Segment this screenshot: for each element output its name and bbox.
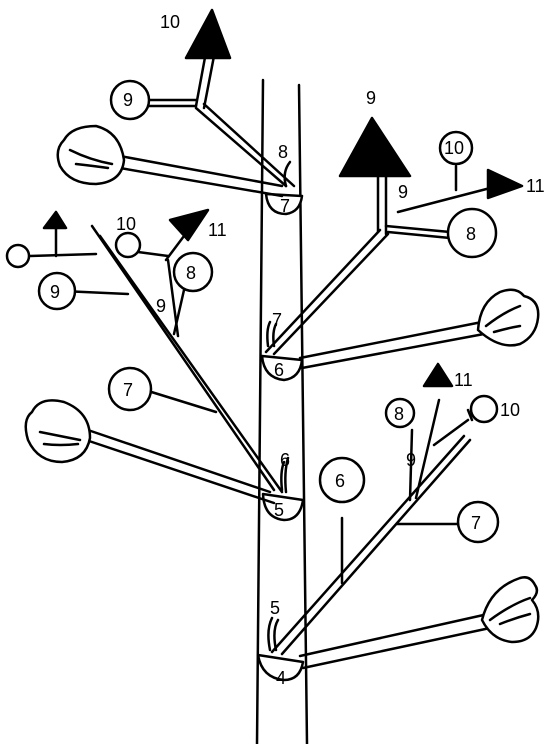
leaf-branch-node5 [24,399,305,522]
lateral-branch-node7 [109,50,296,188]
bud6-label: 6 [280,450,290,470]
lateral-branch-node4 [267,394,500,656]
main-stem [255,78,309,744]
labels: 4 5 6 7 5 6 7 8 9 10 9 10 11 9 8 11 10 8… [50,12,545,688]
ml-small9-label: 9 [156,296,166,316]
lr-small9-label: 9 [406,450,416,470]
lr-circle7-label: 7 [471,513,481,533]
lr-circle8-label: 8 [394,404,404,424]
leaf-branch-node6 [260,288,540,382]
ml-circle9-label: 9 [50,282,60,302]
lateral-branch-node5 [5,218,290,494]
lr-arrow11-label: 11 [454,370,473,390]
lr-circle6-label: 6 [335,471,345,491]
leaf-branch-node7 [56,124,304,216]
ml-label10: 10 [116,214,136,234]
ur-small9-label: 9 [398,182,408,202]
ul-arrow10-label: 10 [160,12,180,32]
ur-circle10-label: 10 [444,138,464,158]
node5-label: 5 [274,500,284,520]
node4-label: 4 [276,668,286,688]
bud8-label: 8 [278,142,288,162]
lateral-branch-node6 [264,130,500,356]
apex-arrows [42,8,524,388]
ur-circle8-label: 8 [466,224,476,244]
ul-circle9-label: 9 [123,90,133,110]
node6-label: 6 [274,360,284,380]
node7-label: 7 [280,196,290,216]
ur-arrow9-label: 9 [366,88,376,108]
ur-arrow11-label: 11 [526,176,545,196]
bud7-label: 7 [272,310,282,330]
ml-circle8-label: 8 [186,263,196,283]
lr-label10: 10 [500,400,520,420]
ml-arrow11-label: 11 [208,220,227,240]
ml-circle7-label: 7 [123,380,133,400]
bud5-label: 5 [270,598,280,618]
leaf-branch-node4 [256,576,540,682]
